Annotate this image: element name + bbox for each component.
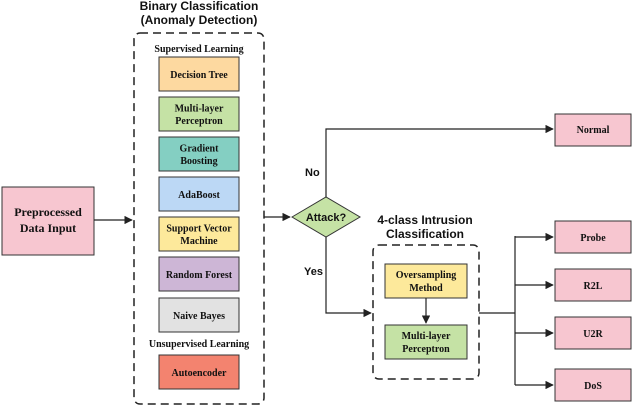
model-mlp-box <box>158 96 240 132</box>
class-probe-node: Probe <box>554 220 632 254</box>
edge-no-to-normal <box>325 124 554 197</box>
binary-title-line2: (Anomaly Detection) <box>141 13 258 27</box>
model-svm-label: Machine <box>180 236 218 247</box>
class-u2r-box <box>554 316 632 350</box>
oversampling-label-line1: Oversampling <box>396 270 457 281</box>
multiclass-mlp-label-line2: Perceptron <box>402 344 450 355</box>
model-gradient-boosting-label: Gradient <box>180 144 220 155</box>
attack-diamond <box>291 196 361 238</box>
class-probe-label: Probe <box>580 233 606 244</box>
model-random-forest-box <box>158 256 240 292</box>
unsupervised-model-list: Autoencoder <box>158 354 240 390</box>
model-mlp-label: Perceptron <box>175 116 223 127</box>
normal-output-node: Normal <box>554 113 632 147</box>
model-svm-box <box>158 216 240 252</box>
oversampling-label-line2: Method <box>409 283 443 294</box>
model-decision-tree-box <box>158 56 240 92</box>
class-r2l-box <box>554 268 632 302</box>
model-adaboost-node: AdaBoost <box>158 176 240 212</box>
model-naive-bayes-node: Naive Bayes <box>158 297 240 333</box>
binary-dashed-container <box>133 32 265 405</box>
multiclass-mlp-box <box>384 324 468 360</box>
class-u2r-label: U2R <box>583 329 603 340</box>
class-dos-node: DoS <box>554 368 632 402</box>
class-dos-box <box>554 368 632 402</box>
model-gradient-boosting-label: Boosting <box>180 156 217 167</box>
class-r2l-label: R2L <box>584 281 603 292</box>
model-adaboost-box <box>158 176 240 212</box>
normal-label: Normal <box>577 125 610 136</box>
model-naive-bayes-box <box>158 297 240 333</box>
class-u2r-node: U2R <box>554 316 632 350</box>
model-random-forest-node: Random Forest <box>158 256 240 292</box>
model-autoencoder-label: Autoencoder <box>172 368 228 379</box>
input-label-line2: Data Input <box>20 221 76 235</box>
no-label: No <box>305 167 320 179</box>
edge-yes-to-multiclass <box>325 237 372 318</box>
normal-box <box>554 113 632 147</box>
multiclass-title-line1: 4-class Intrusion <box>377 213 472 227</box>
model-adaboost-label: AdaBoost <box>178 190 220 201</box>
model-decision-tree-label: Decision Tree <box>170 70 228 81</box>
input-box <box>1 186 95 256</box>
class-probe-box <box>554 220 632 254</box>
model-gradient-boosting-box <box>158 136 240 172</box>
class-dos-label: DoS <box>584 381 602 392</box>
model-mlp-label: Multi-layer <box>175 104 224 115</box>
oversampling-method-box <box>384 263 468 299</box>
yes-label: Yes <box>304 266 323 278</box>
multiclass-mlp-label-line1: Multi-layer <box>402 331 451 342</box>
attack-label: Attack? <box>306 212 347 224</box>
model-naive-bayes-label: Naive Bayes <box>173 311 225 322</box>
model-autoencoder-box <box>158 354 240 390</box>
unsupervised-learning-label: Unsupervised Learning <box>149 339 249 350</box>
attack-decision-node: Attack? <box>291 196 361 238</box>
multiclass-title-line2: Classification <box>386 227 464 241</box>
binary-model-list: Decision TreeMulti-layerPerceptronGradie… <box>158 56 240 333</box>
class-r2l-node: R2L <box>554 268 632 302</box>
multiclass-classification-group: 4-class Intrusion Classification Oversam… <box>372 213 480 380</box>
model-random-forest-label: Random Forest <box>166 270 233 281</box>
model-autoencoder-node: Autoencoder <box>158 354 240 390</box>
supervised-learning-label: Supervised Learning <box>154 44 243 55</box>
multiclass-dashed-container <box>372 244 480 380</box>
model-svm-label: Support Vector <box>166 224 232 235</box>
model-decision-tree-node: Decision Tree <box>158 56 240 92</box>
input-label-line1: Preprocessed <box>14 205 82 219</box>
binary-title-line1: Binary Classification <box>140 0 259 13</box>
binary-classification-group: Binary Classification (Anomaly Detection… <box>133 0 265 405</box>
preprocessed-data-input-node: Preprocessed Data Input <box>1 186 95 256</box>
